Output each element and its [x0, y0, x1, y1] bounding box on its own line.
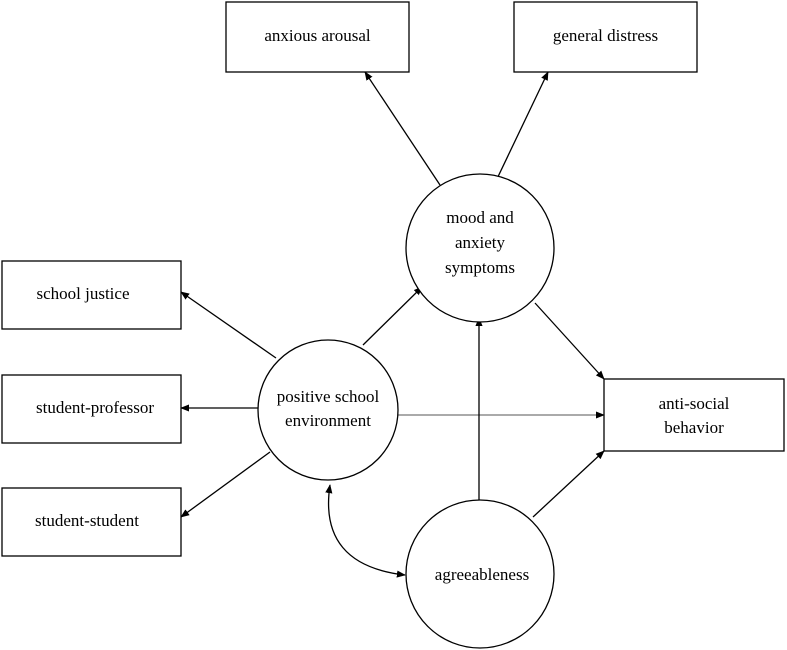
node-positive-school-environment: positive school environment [257, 339, 399, 481]
edge-env-to-mood [362, 286, 423, 346]
edge-mood-to-general-distress [494, 71, 549, 184]
edge-env-agree-correlation [325, 484, 406, 578]
node-mood-anxiety-symptoms: mood and anxiety symptoms [405, 173, 555, 323]
node-anti-social-line-2: behavior [664, 418, 724, 437]
edge-env-to-student-student [180, 451, 271, 518]
node-mood-anxiety-line-3: symptoms [445, 258, 515, 277]
node-student-student: student-student [1, 487, 182, 557]
edge-mood-to-anti-social [534, 302, 605, 380]
node-agreeableness-label: agreeableness [435, 565, 529, 584]
node-anxious-arousal-label: anxious arousal [264, 26, 371, 45]
edge-env-to-school-justice [180, 291, 277, 359]
node-school-justice-label: school justice [36, 284, 129, 303]
node-anti-social-behavior: anti-social behavior [603, 378, 785, 452]
node-student-student-label: student-student [35, 511, 139, 530]
edge-mood-to-anxious-arousal [364, 71, 441, 186]
node-anti-social-line-1: anti-social [659, 394, 730, 413]
node-mood-anxiety-line-1: mood and [446, 208, 514, 227]
node-mood-anxiety-line-2: anxiety [455, 233, 506, 252]
node-student-professor: student-professor [1, 374, 182, 444]
node-general-distress: general distress [513, 1, 698, 73]
node-student-professor-label: student-professor [36, 398, 154, 417]
node-agreeableness: agreeableness [405, 499, 555, 649]
node-positive-env-line-2: environment [285, 411, 371, 430]
node-anxious-arousal: anxious arousal [225, 1, 410, 73]
node-positive-env-line-1: positive school [277, 387, 380, 406]
edge-agree-to-anti-social [532, 450, 605, 518]
node-school-justice: school justice [1, 260, 182, 330]
node-general-distress-label: general distress [553, 26, 658, 45]
